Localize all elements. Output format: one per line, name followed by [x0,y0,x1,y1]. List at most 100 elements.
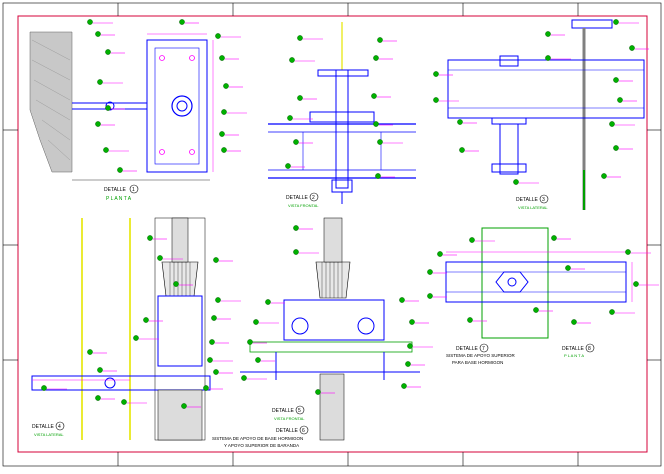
callout-bubble [95,121,101,127]
detail-1-label: DETALLE [104,187,127,193]
callout-bubble [377,139,383,145]
callout-bubble [289,57,295,63]
callout-bubble [215,33,221,39]
callout-bubble [629,45,635,51]
callout-bubble [609,309,615,315]
callout-bubble [571,319,577,325]
detail-2-number: 2 [312,195,315,201]
callout-bubble [613,145,619,151]
callout-bubble [467,317,473,323]
callout-bubble [433,71,439,77]
callout-bubble [373,121,379,127]
callout-bubble [97,79,103,85]
detail-8-number: 8 [588,346,591,352]
callout-bubble [513,179,519,185]
detail-4-label: DETALLE [32,424,55,430]
callout-bubble [293,225,299,231]
callout-bubble [409,319,415,325]
detail-8-subtitle: P L A N T A [564,353,584,358]
callout-bubble [253,319,259,325]
callout-bubble [405,361,411,367]
callout-bubble [157,255,163,261]
callout-bubble [625,249,631,255]
callout-bubble [97,367,103,373]
callout-bubble [219,55,225,61]
callout-bubble [213,369,219,375]
callout-bubble [215,297,221,303]
callout-bubble [427,293,433,299]
callout-bubble [173,281,179,287]
detail-3-subtitle: VISTA LATERAL [518,205,548,210]
callout-bubble [95,31,101,37]
callout-bubble [143,317,149,323]
detail-5-subtitle: VISTA FRONTAL [274,416,305,421]
detail-4-title: DETALLE 4 VISTA LATERAL [32,421,64,437]
callout-bubble [459,147,465,153]
callout-bubble [565,265,571,271]
callout-bubble [377,37,383,43]
base-plate-plan [146,39,208,173]
callout-bubble [545,31,551,37]
detail-6-label: DETALLE [276,428,299,434]
callout-bubble [433,97,439,103]
callout-bubble [601,173,607,179]
callout-bubble [617,97,623,103]
frame-grid-ticks [3,3,661,466]
detail-6-number: 6 [302,428,305,434]
callout-bubble [121,399,127,405]
detail-5-label: DETALLE [272,408,295,414]
callout-bubble [203,385,209,391]
detail-7-drawing [445,227,633,339]
callout-bubble [297,35,303,41]
detail-3-number: 3 [542,197,545,203]
callout-bubble [105,105,111,111]
callout-bubble [207,357,213,363]
callout-bubble [105,49,111,55]
callout-bubble [117,167,123,173]
callout-bubble [103,147,109,153]
detail-4-drawing [31,217,211,441]
detail-6-line1: SISTEMA DE APOYO DE BASE HORMIGON [212,436,303,441]
anchor-ring [171,95,193,117]
callout-bubble [371,93,377,99]
detail-1-drawing [29,31,214,181]
outer-border [2,2,662,467]
callout-bubble [133,335,139,341]
red-frame [17,15,648,453]
callout-bubble [551,235,557,241]
detail-7-line1: SISTEMA DE APOYO SUPERIOR [446,353,516,358]
detail-7-line2: PARA BASE HORMIGON [452,360,503,365]
callout-bubble [633,281,639,287]
detail-6-line2: Y APOYO SUPERIOR DE BARANDA [224,443,299,448]
detail-1-subtitle: P L A N T A [106,196,132,202]
detail-3-title: DETALLE 3 VISTA LATERAL [516,194,548,210]
callout-bubble [297,95,303,101]
callout-bubble [181,403,187,409]
callout-bubble [219,131,225,137]
callout-bubble [179,19,185,25]
detail-1-number: 1 [132,187,135,193]
rock-hatch [29,31,73,173]
detail-7-label: DETALLE [456,346,479,352]
callout-bubble [241,375,247,381]
detail-7-number: 7 [482,346,485,352]
detail-6-title: DETALLE 6 SISTEMA DE APOYO DE BASE HORMI… [212,425,309,448]
callout-bubble [41,385,47,391]
callout-bubble [213,257,219,263]
callout-bubble [437,251,443,257]
detail-2-drawing [268,22,416,204]
callout-bubble [209,339,215,345]
callout-bubble [293,249,299,255]
detail-8-label: DETALLE [562,346,585,352]
detail-3-label: DETALLE [516,197,539,203]
callout-bubble [287,115,293,121]
callout-markers [41,19,659,409]
callout-bubble [87,19,93,25]
callout-bubble [95,395,101,401]
callout-bubble [613,77,619,83]
callout-bubble [147,235,153,241]
detail-4-number: 4 [58,424,61,430]
detail-3-drawing [447,19,645,210]
